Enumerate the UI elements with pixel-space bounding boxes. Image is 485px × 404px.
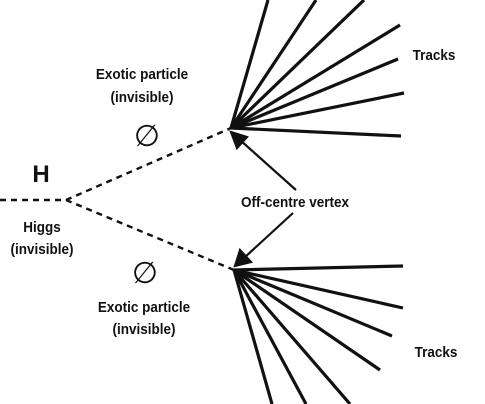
arrowhead-bottom — [233, 247, 254, 268]
track-line — [232, 269, 308, 404]
track-line — [229, 0, 318, 129]
exotic-top-note: (invisible) — [110, 89, 174, 106]
arrow-to-bottom-vertex — [243, 212, 294, 259]
tracks-top-group — [229, 0, 405, 138]
higgs-note: (invisible) — [10, 241, 74, 258]
track-line — [233, 268, 381, 372]
track-line — [230, 91, 405, 130]
track-line — [232, 268, 352, 404]
track-line — [233, 268, 404, 310]
tracks-bottom-label: Tracks — [414, 344, 458, 361]
higgs-name: Higgs — [23, 219, 61, 236]
vertex-callout-label: Off-centre vertex — [240, 194, 350, 211]
tracks-top-label: Tracks — [412, 47, 456, 64]
track-line — [233, 268, 393, 338]
exotic-bottom-note: (invisible) — [112, 321, 176, 338]
higgs-symbol: H — [32, 161, 50, 188]
track-line — [230, 126, 402, 138]
track-line — [232, 269, 274, 404]
track-line — [230, 23, 401, 130]
track-line — [233, 264, 404, 272]
exotic-line-bottom — [65, 198, 235, 272]
arrowhead-top — [229, 130, 249, 151]
track-line — [230, 57, 399, 130]
tracks-bottom-group — [232, 264, 404, 404]
exotic-top-name: Exotic particle — [95, 66, 189, 83]
vertex-arrows — [229, 130, 297, 268]
null-symbol-bottom: ∅ — [131, 257, 159, 290]
exotic-bottom-name: Exotic particle — [97, 299, 191, 316]
null-symbol-top: ∅ — [133, 120, 161, 153]
track-line — [229, 0, 366, 130]
arrow-to-top-vertex — [239, 139, 297, 191]
exotic-line-top — [65, 126, 232, 202]
track-line — [229, 0, 270, 129]
